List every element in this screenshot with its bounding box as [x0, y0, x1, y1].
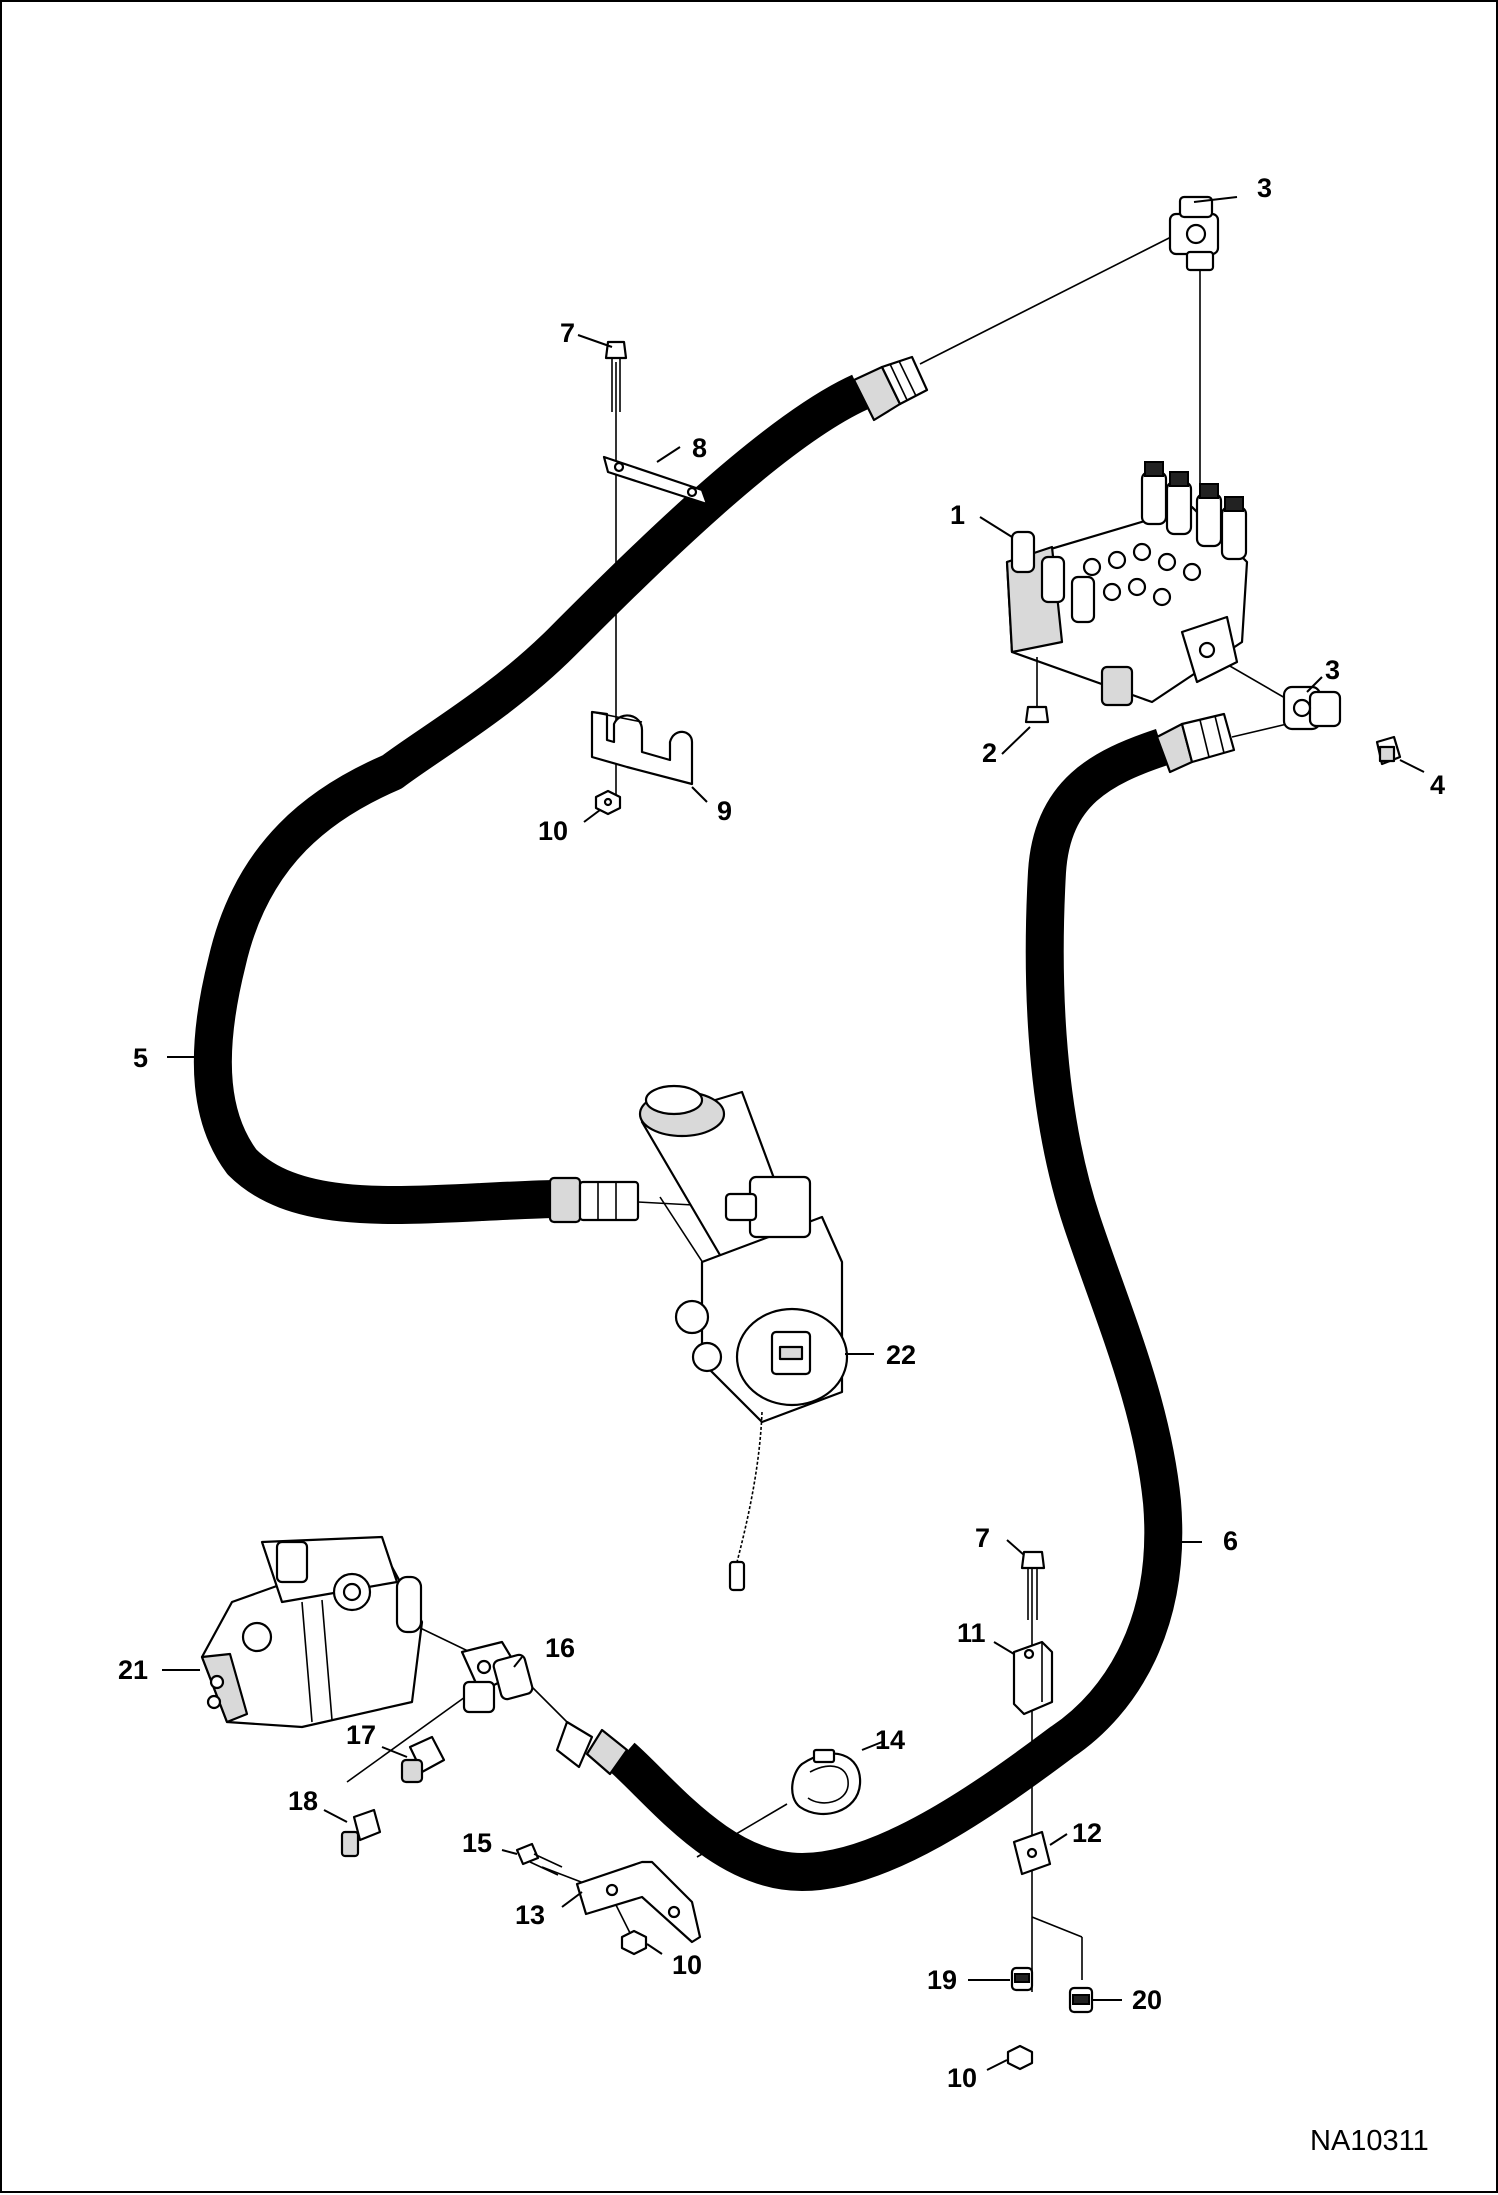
hose-5-upper-fitting — [852, 355, 929, 422]
callout-2: 2 — [982, 738, 997, 768]
hose-5 — [193, 374, 869, 1225]
nut-19 — [1010, 1966, 1034, 1992]
callout-12: 12 — [1072, 1818, 1102, 1848]
callout-18: 18 — [288, 1786, 318, 1816]
callout-15: 15 — [462, 1828, 492, 1858]
clamp-14 — [791, 1748, 862, 1816]
bolt-15 — [515, 1842, 563, 1876]
callout-7-top: 7 — [560, 318, 575, 348]
callout-3-right: 3 — [1325, 655, 1340, 685]
block-11 — [1012, 1640, 1054, 1716]
pump-21 — [200, 1535, 424, 1729]
callout-3-top: 3 — [1257, 173, 1272, 203]
callout-14: 14 — [875, 1725, 905, 1755]
callout-19: 19 — [927, 1965, 957, 1995]
hose-6-upper-fitting — [1155, 712, 1236, 774]
elbow-fitting-16 — [460, 1640, 534, 1714]
drawing-code: NA10311 — [1310, 2125, 1429, 2157]
callouts: 3 1 2 3 4 5 6 7 8 9 10 22 7 11 12 13 14 … — [118, 173, 1445, 2093]
tee-fitting-3-top — [1168, 195, 1220, 272]
callout-11: 11 — [957, 1618, 986, 1648]
bolt-7-lower — [1020, 1550, 1046, 1620]
nut-10-bottom — [1006, 2044, 1034, 2071]
plug-17 — [400, 1735, 446, 1784]
bolt-2 — [1024, 657, 1050, 724]
filter-22 — [638, 1084, 849, 1592]
callout-1: 1 — [950, 500, 965, 530]
callout-10-top: 10 — [538, 816, 568, 846]
callout-9: 9 — [717, 796, 732, 826]
fitting-18 — [340, 1808, 382, 1858]
hose-5-lower-fitting — [548, 1176, 640, 1224]
hose-6 — [609, 728, 1183, 1891]
nut-10-middle — [620, 1929, 648, 1956]
callout-10-bottom: 10 — [947, 2063, 977, 2093]
callout-4: 4 — [1430, 770, 1445, 800]
control-valve-1 — [1005, 461, 1249, 707]
callout-10-middle: 10 — [672, 1950, 702, 1980]
callout-leaders — [162, 196, 1425, 2071]
plug-4 — [1375, 735, 1402, 766]
callout-21: 21 — [118, 1655, 148, 1685]
nut-20 — [1068, 1986, 1094, 2014]
callout-16: 16 — [545, 1633, 575, 1663]
bracket-13 — [575, 1860, 702, 1944]
callout-13: 13 — [515, 1900, 545, 1930]
callout-17: 17 — [346, 1720, 376, 1750]
callout-7-lower: 7 — [975, 1523, 990, 1553]
callout-5: 5 — [133, 1043, 148, 1073]
nut-10-top — [594, 789, 622, 816]
callout-8: 8 — [692, 433, 707, 463]
callout-20: 20 — [1132, 1985, 1162, 2015]
callout-6: 6 — [1223, 1526, 1238, 1556]
plate-12 — [1012, 1830, 1052, 1876]
hose-6-lower-fitting — [555, 1720, 629, 1776]
elbow-fitting-3-right — [1282, 685, 1342, 731]
clamp-9 — [590, 710, 694, 786]
callout-22: 22 — [886, 1340, 916, 1370]
bolt-7-top — [604, 340, 628, 412]
bracket-8 — [602, 455, 709, 506]
